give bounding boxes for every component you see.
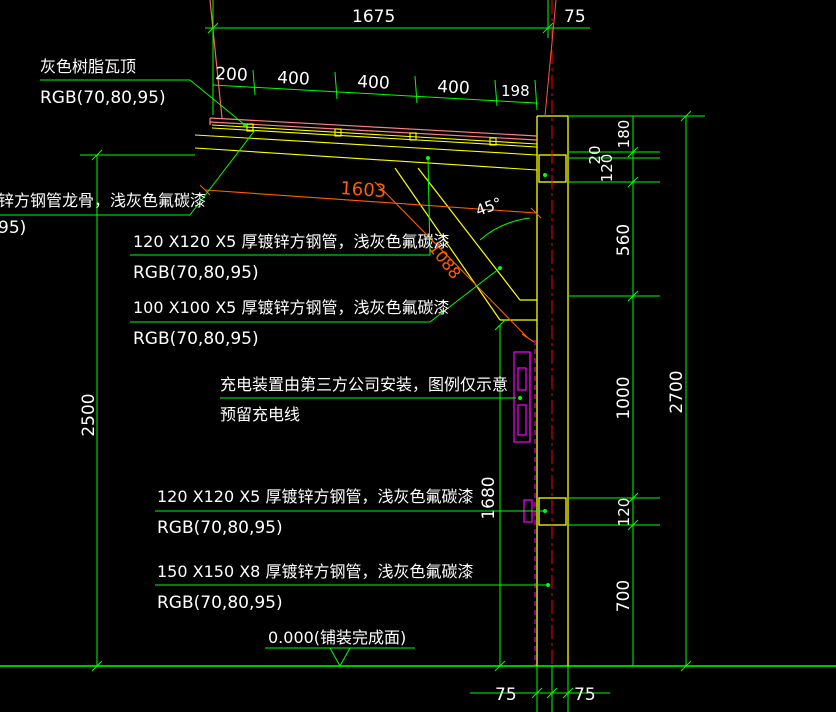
brace-title: 100 X100 X5 厚镀锌方钢管，浅灰色氟碳漆 xyxy=(133,298,449,317)
beam2-title: 120 X120 X5 厚镀锌方钢管，浅灰色氟碳漆 xyxy=(157,487,473,506)
leader-lines xyxy=(0,79,548,667)
charger-device xyxy=(513,351,533,523)
right-dim-d7: 700 xyxy=(614,580,634,612)
roof-panel xyxy=(209,0,538,141)
top-dim-span-right: 75 xyxy=(564,7,586,27)
top-guide-line xyxy=(544,0,557,117)
purlin-title: 锌方钢管龙骨，浅灰色氟碳漆 xyxy=(0,191,206,210)
charger-note-line2: 预留充电线 xyxy=(220,405,300,424)
right-dimension-lines xyxy=(568,110,705,672)
top-dimension-lines xyxy=(205,0,590,115)
inner-dimension-lines xyxy=(494,319,506,672)
brace-rgb: RGB(70,80,95) xyxy=(133,329,259,349)
bottom-dimension-lines xyxy=(470,666,610,712)
beam1-title: 120 X120 X5 厚镀锌方钢管，浅灰色氟碳漆 xyxy=(133,232,449,251)
top-dim-seg-5: 198 xyxy=(501,82,530,100)
right-dim-d1: 180 xyxy=(615,120,633,149)
rafter-length-label: 1603 xyxy=(340,178,387,202)
top-dim-span-total: 1675 xyxy=(352,7,395,27)
charger-note-line1: 充电装置由第三方公司安装，图例仅示意 xyxy=(220,375,508,394)
left-dim-total-height: 2500 xyxy=(79,393,99,436)
bottom-dim-left: 75 xyxy=(495,685,517,705)
beam2-rgb: RGB(70,80,95) xyxy=(157,518,283,538)
right-dim-total-height: 2700 xyxy=(667,370,687,413)
ground-level-label: 0.000(铺装完成面) xyxy=(268,628,406,647)
beam1-rgb: RGB(70,80,95) xyxy=(133,263,259,283)
right-dim-d6: 120 xyxy=(615,498,633,527)
right-dim-d4: 560 xyxy=(614,224,634,256)
left-dimension-lines xyxy=(80,149,195,672)
brace-angle-label: 45° xyxy=(473,194,504,220)
right-dim-d2: 20 xyxy=(586,145,604,164)
brace-angle-arc xyxy=(479,217,531,241)
inner-dim-charger-height: 1680 xyxy=(479,476,499,519)
right-dim-d5: 1000 xyxy=(614,376,634,419)
column-title: 150 X150 X8 厚镀锌方钢管，浅灰色氟碳漆 xyxy=(157,562,473,581)
rafter-length-dimension xyxy=(199,184,542,219)
top-dim-seg-2: 400 xyxy=(277,68,310,90)
roof-purlins xyxy=(194,123,538,171)
bottom-dim-right: 75 xyxy=(574,685,596,705)
purlin-rgb: 95) xyxy=(0,218,26,238)
column-rgb: RGB(70,80,95) xyxy=(157,593,283,613)
top-dim-seg-3: 400 xyxy=(357,72,390,94)
diagonal-brace xyxy=(394,167,537,321)
top-dim-seg-1: 200 xyxy=(215,64,248,86)
brace-length-dimension xyxy=(374,181,535,343)
roof-rgb: RGB(70,80,95) xyxy=(40,88,166,108)
top-dim-seg-4: 400 xyxy=(437,77,470,99)
right-dim-d3: 120 xyxy=(598,154,616,183)
roof-title: 灰色树脂瓦顶 xyxy=(40,57,136,76)
leader-dots xyxy=(243,123,550,587)
